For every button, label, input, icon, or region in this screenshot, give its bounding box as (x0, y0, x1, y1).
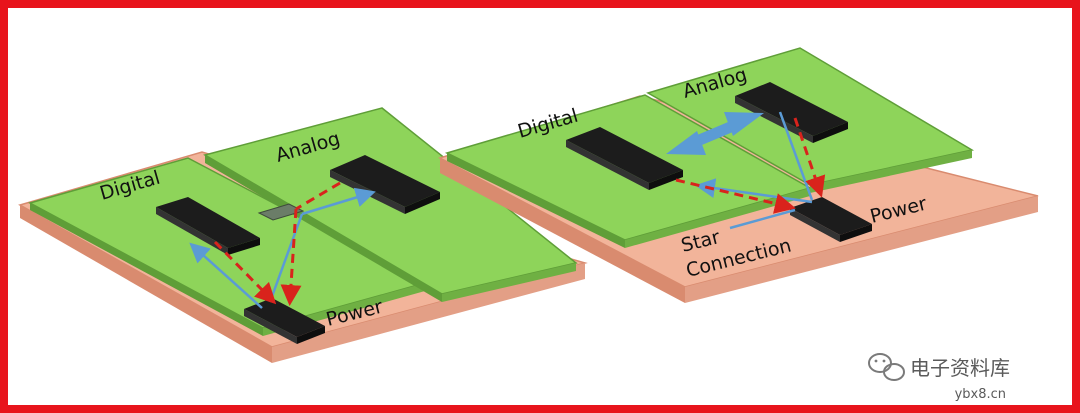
left-signal-arrow-digital (189, 242, 263, 309)
right-analog-chip (735, 82, 848, 143)
left-bridge (257, 203, 305, 221)
watermark-name: 电子资料库 (910, 356, 1010, 380)
watermark-url: ybx8.cn (955, 387, 1006, 402)
right-isolation-double-arrow (666, 112, 764, 155)
right-board: Digital Analog Power Star Connection (438, 47, 1039, 303)
watermark: 电子资料库 ybx8.cn (868, 353, 1010, 402)
left-analog-region-edge (205, 155, 442, 302)
right-ground-plane-front (685, 196, 1038, 303)
left-digital-region-edge (30, 203, 263, 336)
left-board: Digital Analog Power (18, 107, 588, 363)
right-digital-chip (566, 127, 683, 190)
left-signal-arrow-analog (301, 187, 376, 216)
right-analog-region-edge (810, 150, 972, 193)
left-power-chip (244, 298, 325, 344)
right-ground-plane-edge (440, 158, 685, 303)
left-return-path-analog (295, 181, 341, 211)
left-ground-plane-front (272, 263, 585, 363)
left-analog-region-front (442, 263, 576, 302)
right-return-path-analog (793, 117, 826, 198)
right-digital-region-front (625, 188, 810, 248)
right-power-chip (790, 197, 872, 242)
left-return-path-bridge (280, 208, 302, 306)
left-return-path-digital (213, 240, 277, 305)
right-digital-region-edge (447, 153, 625, 248)
left-ground-plane-edge (20, 205, 272, 363)
right-return-path-digital (675, 178, 796, 214)
wechat-icon (868, 353, 905, 381)
